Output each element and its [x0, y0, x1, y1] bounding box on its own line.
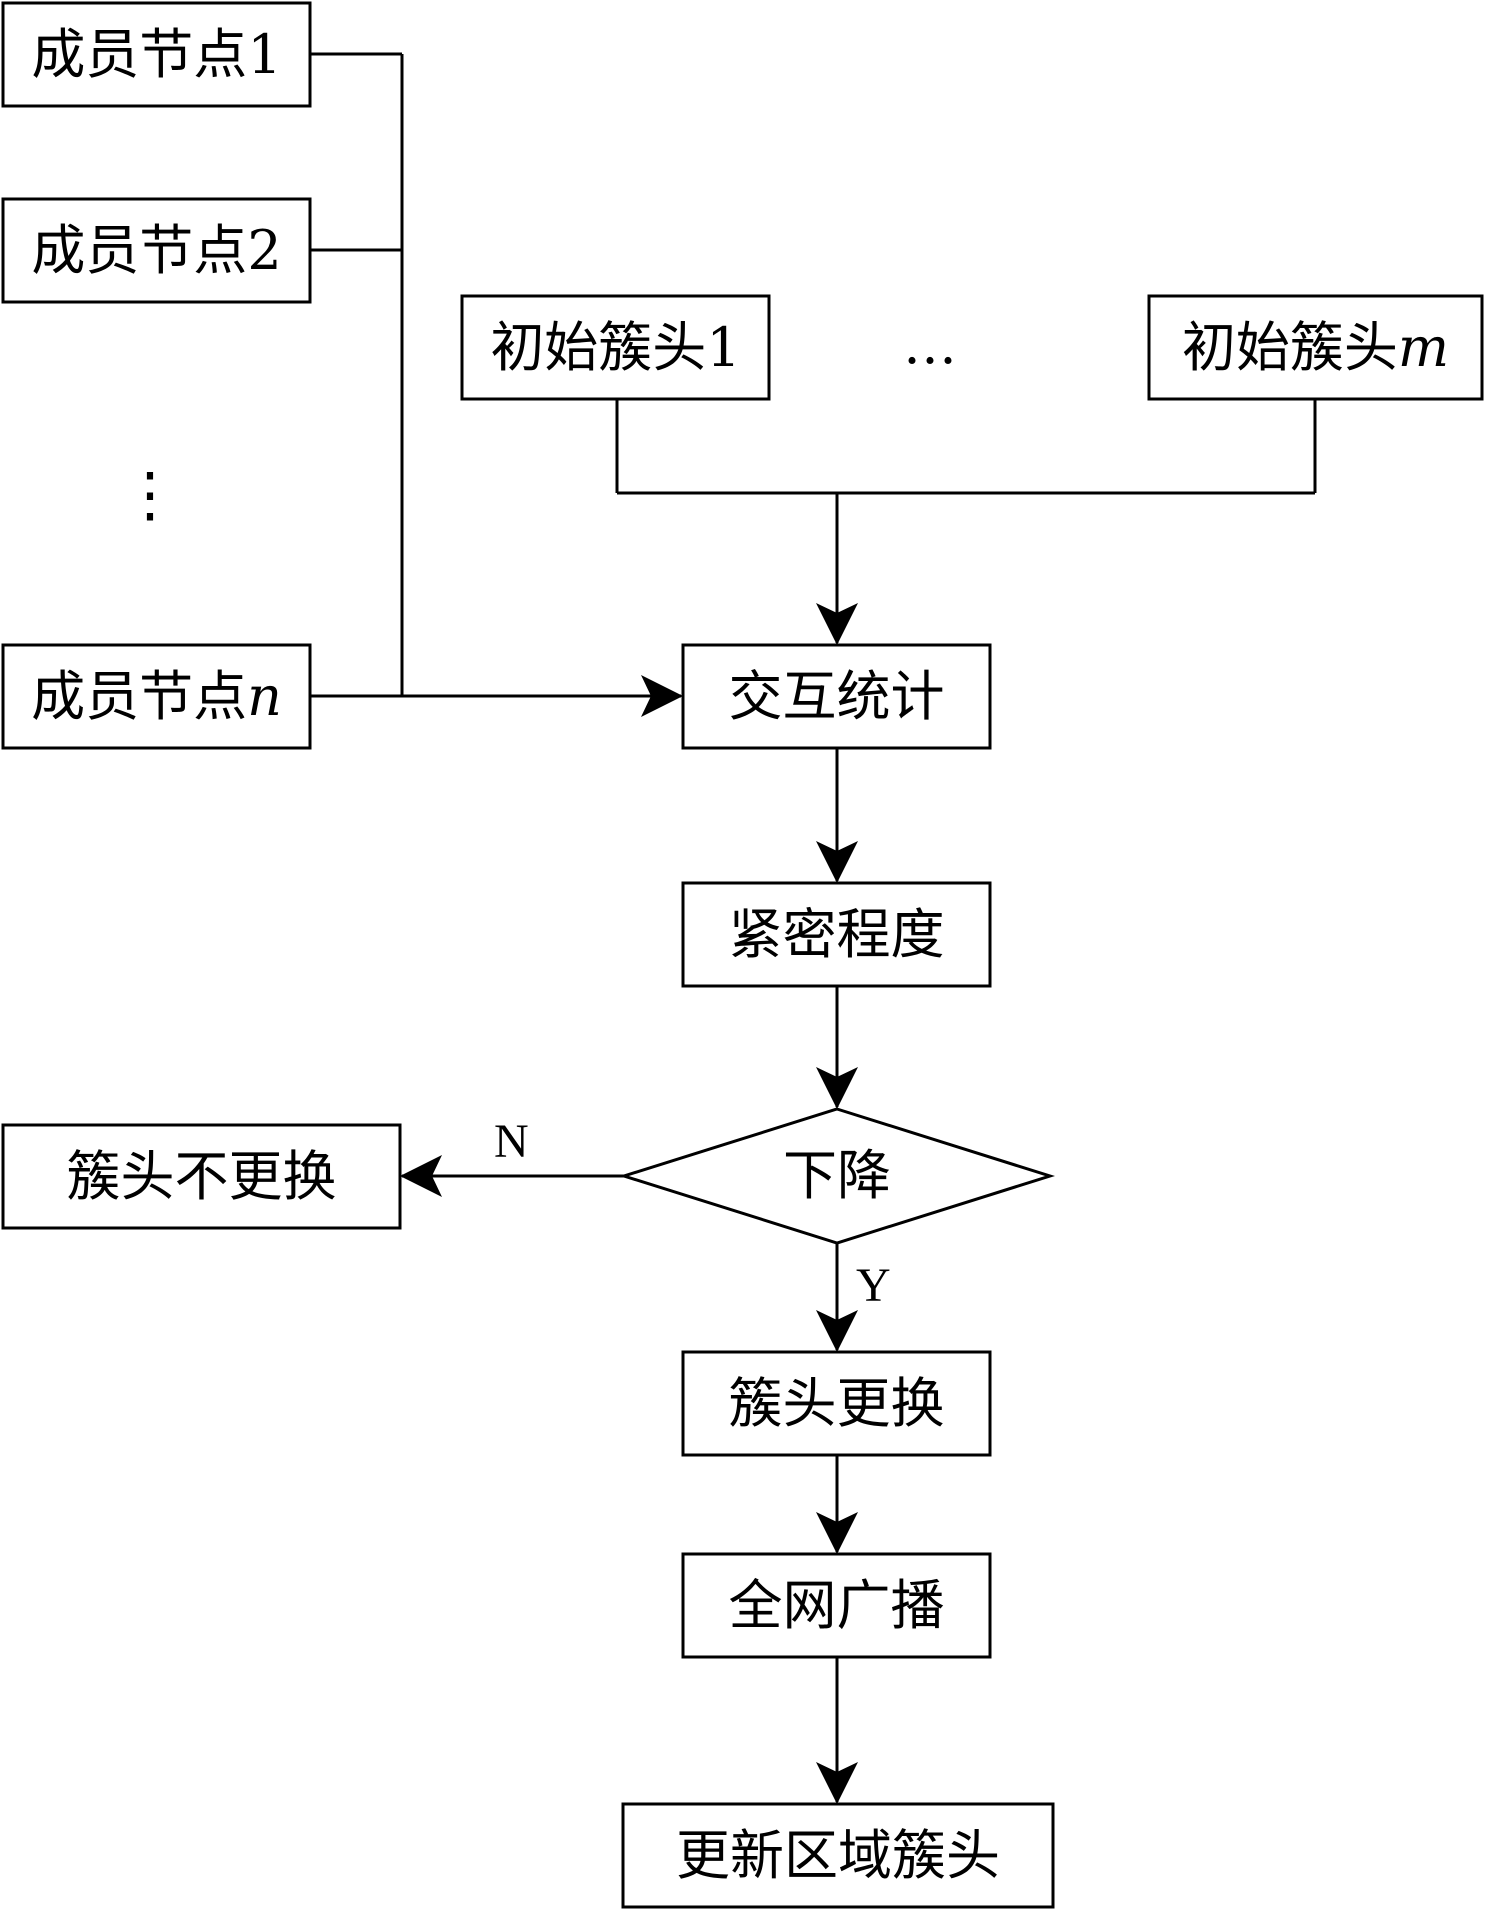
- head-bus-connector: [615, 399, 1317, 495]
- no-change-label: 簇头不更换: [66, 1144, 337, 1208]
- member-node-n-index: n: [247, 664, 282, 728]
- member-node-1-index: 1: [247, 22, 282, 86]
- edge-label-yes: Y: [856, 1259, 891, 1312]
- initial-head-m-text: 初始簇头: [1181, 315, 1398, 379]
- edge-label-no: N: [494, 1115, 529, 1168]
- initial-head-1-text: 初始簇头: [490, 315, 707, 379]
- member-node-2-text: 成员节点: [31, 218, 248, 282]
- closeness-label: 紧密程度: [728, 902, 945, 966]
- member-ellipsis: ⋮: [120, 460, 180, 530]
- member-node-2-index: 2: [247, 218, 282, 282]
- decline-decision-label: 下降: [783, 1144, 891, 1207]
- update-head-box: [621, 1802, 1055, 1909]
- head-ellipsis: …: [903, 313, 957, 376]
- interaction-stats-label: 交互统计: [728, 664, 945, 728]
- initial-head-1-index: 1: [706, 315, 741, 379]
- head-change-label: 簇头更换: [728, 1371, 945, 1435]
- initial-head-m-index: m: [1397, 315, 1450, 379]
- member-node-n-text: 成员节点: [31, 664, 248, 728]
- member-bus-connector: [310, 52, 404, 696]
- member-node-1-text: 成员节点: [31, 22, 248, 86]
- update-head-label: 更新区域簇头: [676, 1823, 1000, 1887]
- broadcast-label: 全网广播: [728, 1573, 945, 1637]
